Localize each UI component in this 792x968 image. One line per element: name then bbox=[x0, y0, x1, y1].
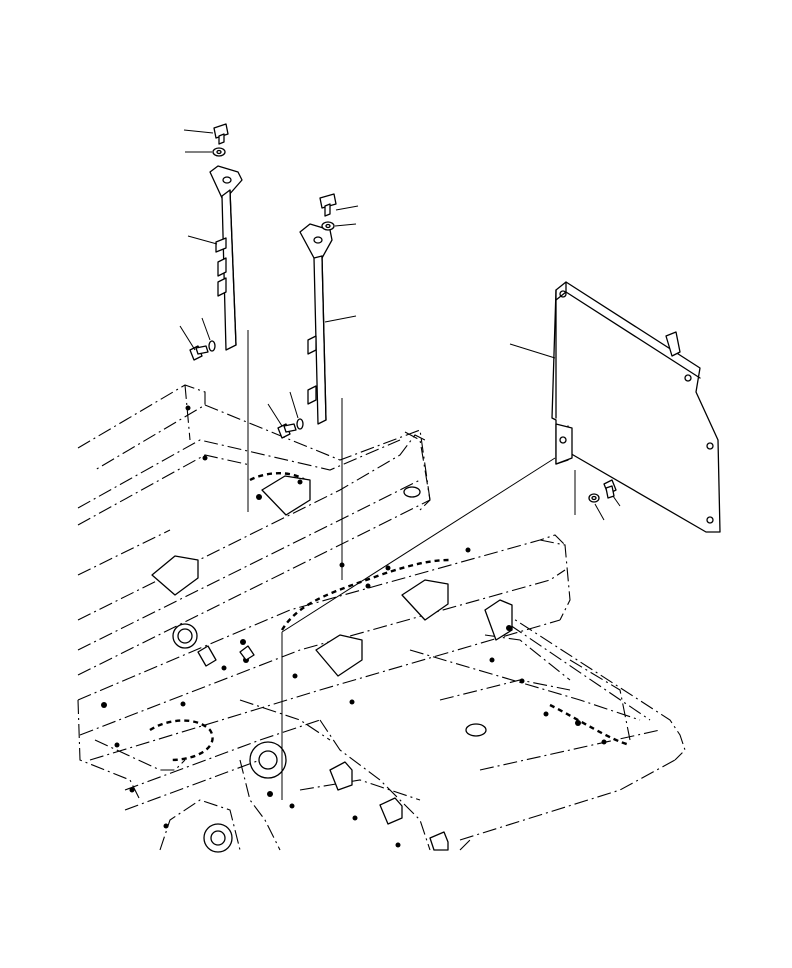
bolt-left-lower bbox=[189, 345, 209, 361]
leader-washer-plate bbox=[594, 503, 605, 521]
leader-plate-cover bbox=[509, 343, 556, 359]
washer-left-upper bbox=[212, 147, 226, 157]
washer-right-lower bbox=[296, 418, 304, 430]
leader-stay-left bbox=[187, 235, 218, 245]
leader-stay-right bbox=[324, 315, 357, 323]
frame-bolts bbox=[101, 405, 607, 848]
bolt-right-upper bbox=[319, 193, 337, 217]
leader-bolt-left-upper bbox=[183, 129, 214, 134]
leader-washer-right-lower bbox=[289, 391, 299, 419]
bolt-left-upper bbox=[213, 123, 229, 145]
stay-left bbox=[209, 165, 243, 351]
washer-left-lower bbox=[208, 340, 216, 352]
bolt-right-lower bbox=[277, 423, 297, 439]
stay-right bbox=[299, 223, 333, 425]
leader-bolt-plate bbox=[612, 495, 621, 507]
frame-mount bbox=[151, 475, 513, 851]
bolt-plate bbox=[603, 479, 617, 499]
leader-bolt-right-upper bbox=[335, 205, 359, 211]
leader-bolt-left-lower bbox=[179, 325, 196, 351]
revolving-frame bbox=[77, 330, 686, 853]
plate-cover bbox=[551, 281, 721, 533]
leader-bolt-right-lower bbox=[267, 403, 283, 427]
washer-plate bbox=[588, 493, 600, 503]
leader-washer-right-upper bbox=[334, 223, 357, 227]
leader-washer-left-lower bbox=[201, 317, 211, 341]
callout-leaders bbox=[179, 129, 621, 521]
washer-right-upper bbox=[321, 221, 335, 231]
